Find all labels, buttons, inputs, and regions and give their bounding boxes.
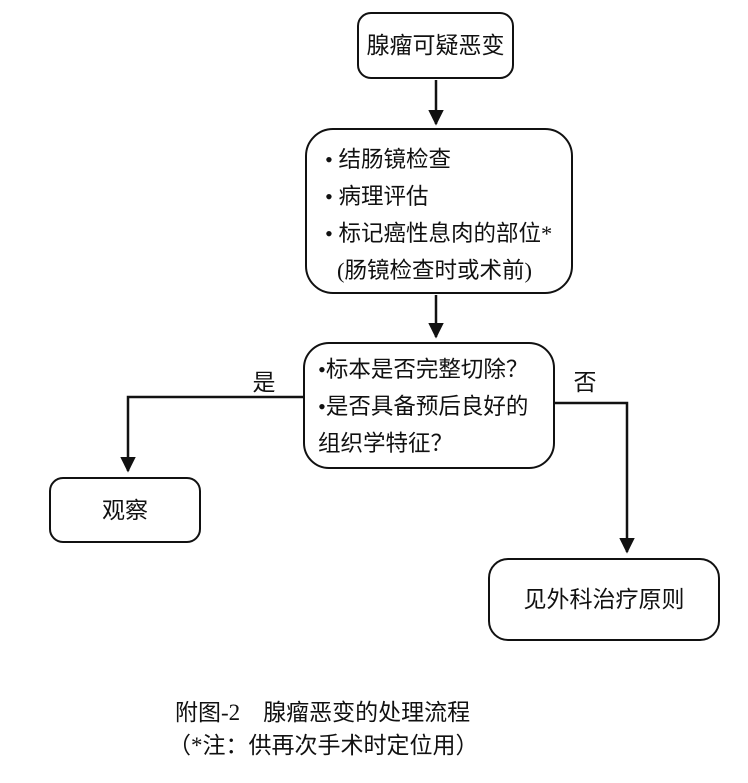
node-suspected-malignancy: 腺瘤可疑恶变 xyxy=(357,12,514,79)
node-surgical-treatment: 见外科治疗原则 xyxy=(488,558,720,641)
workup-item-timing-note: (肠镜检查时或术前) xyxy=(337,258,532,283)
decision-question-continuation: 组织学特征？ xyxy=(318,431,454,456)
node-observation-label: 观察 xyxy=(102,497,148,523)
node-suspected-label: 腺瘤可疑恶变 xyxy=(366,33,505,58)
caption-title: 附图-2 腺瘤恶变的处理流程 xyxy=(175,700,471,725)
node-resection-decision: •标本是否完整切除？ •是否具备预后良好的 组织学特征？ xyxy=(303,342,555,469)
branch-label-no: 否 xyxy=(573,370,597,395)
workup-item-mark-site: • 标记癌性息肉的部位* xyxy=(325,221,553,246)
workup-item-colonoscopy: • 结肠镜检查 xyxy=(325,147,452,172)
connector-decision-yes-to-observe xyxy=(120,395,303,473)
decision-question-complete-resection: •标本是否完整切除？ xyxy=(318,357,529,382)
branch-label-yes: 是 xyxy=(252,370,276,395)
workup-item-pathology: • 病理评估 xyxy=(325,184,429,209)
decision-question-favorable-histology: •是否具备预后良好的 xyxy=(318,394,529,419)
node-observation: 观察 xyxy=(49,477,201,543)
node-workup-checklist: • 结肠镜检查 • 病理评估 • 标记癌性息肉的部位* (肠镜检查时或术前) xyxy=(305,128,573,294)
node-surgical-treatment-label: 见外科治疗原则 xyxy=(523,587,685,612)
connector-decision-no-to-surgery xyxy=(555,401,635,554)
caption-footnote: （*注：供再次手术时定位用） xyxy=(168,733,479,758)
